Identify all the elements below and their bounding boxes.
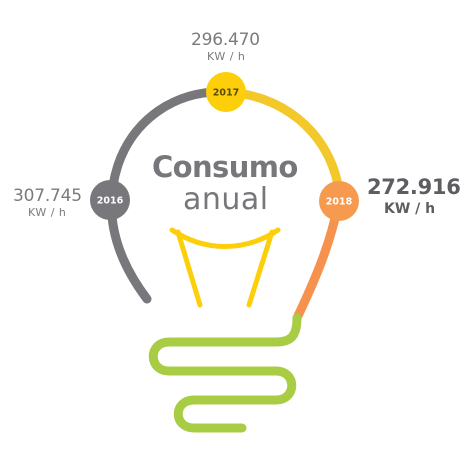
unit-2018: KW / h: [384, 201, 436, 217]
year-node-2017: [206, 72, 246, 112]
filament-right-wire: [246, 229, 275, 308]
arc-segment-2018: [292, 200, 343, 323]
unit-2017: KW / h: [207, 50, 246, 63]
year-label-2018: 2018: [326, 197, 353, 208]
year-label-2017: 2017: [213, 88, 239, 99]
arc-segment-2016: [107, 87, 230, 304]
filament-arc: [169, 227, 281, 249]
unit-2016: KW / h: [28, 206, 67, 219]
year-node-2018: [319, 181, 359, 221]
title-line2: anual: [183, 182, 269, 217]
value-2017: 296.470: [191, 30, 260, 50]
filament-left-wire: [175, 229, 203, 308]
year-node-2016: [90, 180, 130, 220]
title-line1: Consumo: [152, 150, 298, 184]
year-label-2016: 2016: [97, 196, 124, 207]
bulb-base-coil: [148, 313, 302, 433]
value-2018: 272.916: [367, 175, 461, 199]
value-2016: 307.745: [13, 186, 82, 206]
